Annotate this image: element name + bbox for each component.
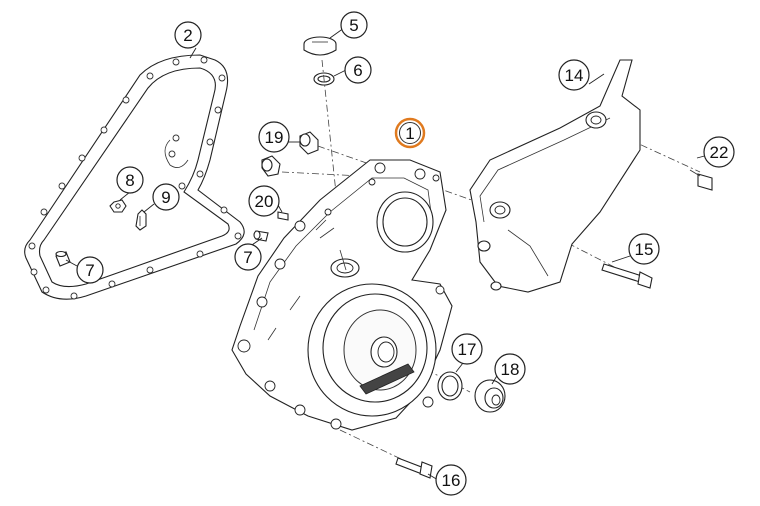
callout-16: 16 xyxy=(435,464,467,496)
seal-ring-part xyxy=(437,371,463,401)
bushing-upper-part xyxy=(299,131,319,155)
clip-part xyxy=(135,209,147,231)
callout-7-left-label: 7 xyxy=(85,261,94,280)
callout-18: 18 xyxy=(494,353,526,385)
bushing-lower-part xyxy=(261,155,281,177)
callout-20-label: 20 xyxy=(255,192,274,211)
callout-2: 2 xyxy=(174,21,202,49)
callout-8-label: 8 xyxy=(125,171,134,190)
callout-19: 19 xyxy=(258,121,290,153)
callout-14: 14 xyxy=(558,59,590,91)
callout-15-label: 15 xyxy=(635,240,654,259)
oil-filler-cap-part xyxy=(303,36,337,56)
callout-9: 9 xyxy=(152,183,180,211)
callout-14-label: 14 xyxy=(565,66,584,85)
callout-6-label: 6 xyxy=(353,61,362,80)
callout-15: 15 xyxy=(628,233,660,265)
dowel-pin-right-part xyxy=(253,230,269,242)
sprocket-cover-part xyxy=(469,59,641,293)
pin-part xyxy=(277,211,289,221)
callout-16-label: 16 xyxy=(442,471,461,490)
callout-18-label: 18 xyxy=(501,360,520,379)
callout-5-label: 5 xyxy=(349,16,358,35)
callout-6: 6 xyxy=(344,56,372,84)
callout-7-right-label: 7 xyxy=(243,248,252,267)
callout-22-label: 22 xyxy=(710,143,729,162)
callout-1: 1 xyxy=(394,117,426,149)
plug-part xyxy=(474,379,506,413)
callout-8: 8 xyxy=(116,166,144,194)
bolt-15-part xyxy=(601,263,653,289)
generator-cover-part xyxy=(231,159,453,431)
callout-7-right: 7 xyxy=(234,243,262,271)
callout-5: 5 xyxy=(340,11,368,39)
callout-19-label: 19 xyxy=(265,128,284,147)
callout-9-label: 9 xyxy=(161,188,170,207)
callout-17-label: 17 xyxy=(458,340,477,359)
callout-7-left: 7 xyxy=(76,256,104,284)
bolt-22-part xyxy=(689,169,713,191)
nut-part xyxy=(109,199,127,213)
callout-20: 20 xyxy=(248,185,280,217)
bolt-16-part xyxy=(395,457,433,479)
callout-1-label: 1 xyxy=(405,124,414,143)
callout-22: 22 xyxy=(703,136,735,168)
callout-17: 17 xyxy=(451,333,483,365)
callout-2-label: 2 xyxy=(183,26,192,45)
